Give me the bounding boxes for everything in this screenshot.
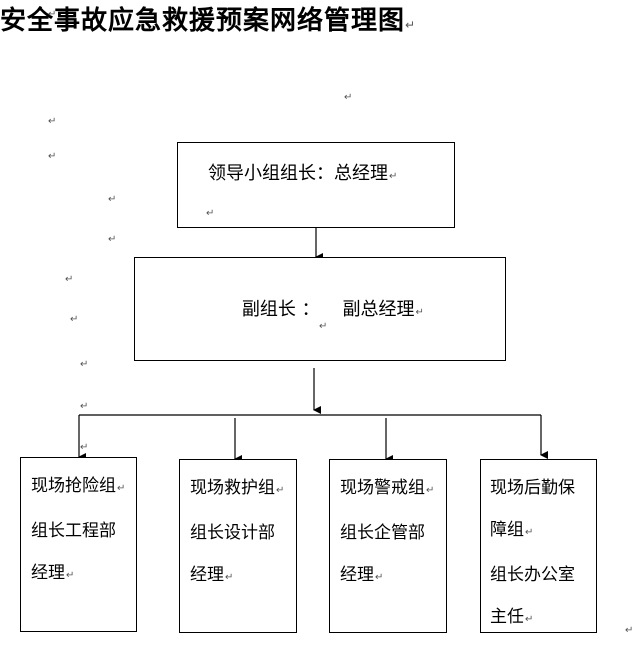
leader-box: 领导小组组长：总经理↵ ↵ — [177, 142, 455, 228]
leader-box-label: 领导小组组长：总经理↵ — [208, 163, 398, 184]
deputy-box-label: 副组长 ： 副总经理↵ — [241, 299, 424, 320]
paragraph-mark: ↵ — [48, 151, 57, 162]
group-box-text: 现场救护组↵ 组长设计部 经理↵ — [190, 478, 285, 585]
page-title: 安全事故应急救援预案网络管理图↵ — [0, 6, 417, 36]
paragraph-mark: ↵ — [344, 92, 353, 103]
deputy-box: 副组长 ： 副总经理↵ ↵ — [134, 257, 506, 361]
paragraph-mark: ↵ — [65, 274, 74, 285]
paragraph-mark: ↵ — [48, 9, 57, 20]
rescue-group-box: 现场抢险组↵ 组长工程部 经理↵ — [20, 457, 137, 632]
guard-group-box: 现场警戒组↵ 组长企管部 经理↵ — [329, 459, 447, 633]
medical-group-box: 现场救护组↵ 组长设计部 经理↵ — [179, 459, 297, 633]
group-box-text: 现场抢险组↵ 组长工程部 经理↵ — [31, 476, 126, 583]
logistics-group-box: 现场后勤保 障组↵ 组长办公室 主任↵ — [480, 459, 597, 633]
paragraph-mark: ↵ — [108, 234, 117, 245]
paragraph-mark: ↵ — [319, 321, 328, 332]
paragraph-mark: ↵ — [80, 359, 89, 370]
group-box-text: 现场后勤保 障组↵ 组长办公室 主任↵ — [490, 478, 575, 627]
paragraph-mark: ↵ — [625, 625, 634, 636]
paragraph-mark: ↵ — [108, 194, 117, 205]
paragraph-mark: ↵ — [70, 314, 79, 325]
group-box-text: 现场警戒组↵ 组长企管部 经理↵ — [340, 478, 435, 585]
paragraph-mark: ↵ — [80, 442, 89, 453]
paragraph-mark: ↵ — [48, 116, 57, 127]
paragraph-mark: ↵ — [80, 401, 89, 412]
paragraph-mark: ↵ — [206, 208, 215, 219]
